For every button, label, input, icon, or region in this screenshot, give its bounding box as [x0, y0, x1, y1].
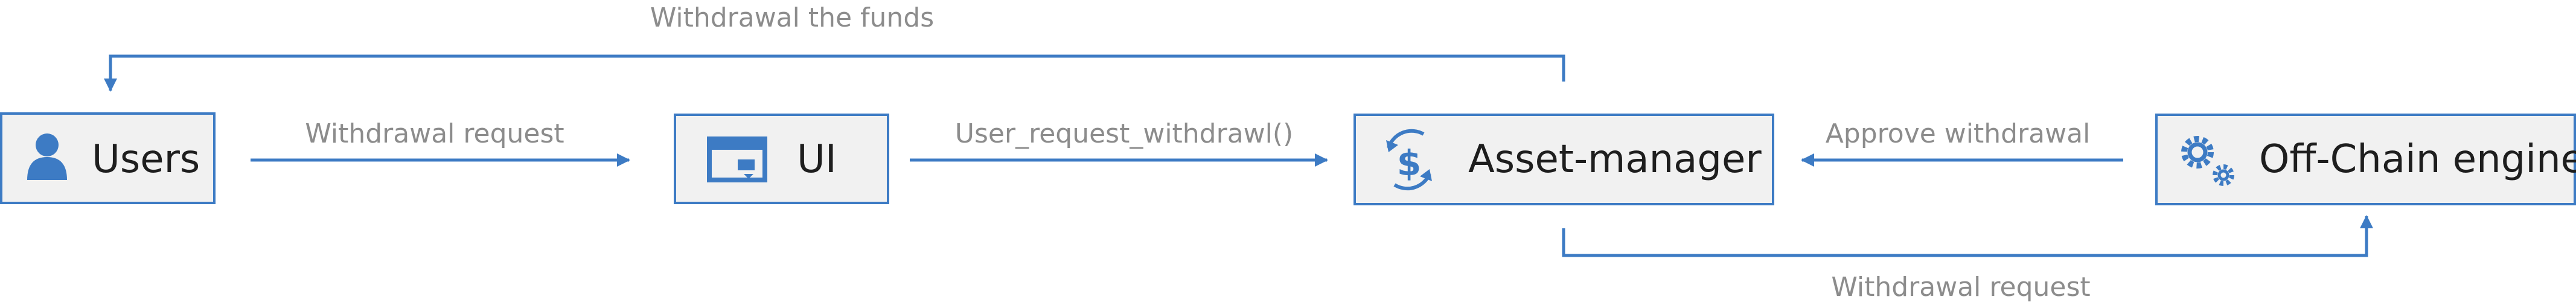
edge-asset-manager-to-offchain: Withdrawal request: [1562, 215, 2373, 303]
edge-label-asset-manager-to-offchain: Withdrawal request: [1831, 272, 2090, 303]
node-asset-manager[interactable]: $ Asset-manager: [1354, 114, 1774, 205]
edge-users-to-ui: Withdrawal request: [251, 118, 630, 167]
edge-offchain-to-asset-manager: Approve withdrawal: [1801, 118, 2123, 167]
edge-label-asset-manager-to-users: Withdrawal the funds: [650, 2, 934, 33]
svg-text:$: $: [1397, 143, 1421, 184]
node-asset-manager-label: Asset-manager: [1468, 137, 1762, 182]
edge-label-offchain-to-asset-manager: Approve withdrawal: [1826, 118, 2091, 149]
node-users[interactable]: Users: [0, 112, 216, 204]
browser-window-icon: [707, 136, 767, 182]
node-ui-label: UI: [797, 137, 837, 182]
node-users-label: Users: [92, 137, 200, 182]
node-offchain-engine[interactable]: Off-Chain engine: [2155, 114, 2576, 205]
edge-label-ui-to-asset-manager: User_request_withdrawl(): [955, 118, 1293, 149]
dollar-cycle-icon: $: [1386, 129, 1432, 191]
edge-ui-to-asset-manager: User_request_withdrawl(): [910, 118, 1328, 167]
gears-icon: [2181, 136, 2234, 186]
edge-label-users-to-ui: Withdrawal request: [305, 118, 564, 149]
user-icon: [27, 133, 67, 180]
node-ui[interactable]: UI: [674, 114, 889, 204]
node-offchain-engine-label: Off-Chain engine: [2259, 137, 2576, 182]
edge-asset-manager-to-users: Withdrawal the funds: [104, 2, 1565, 92]
